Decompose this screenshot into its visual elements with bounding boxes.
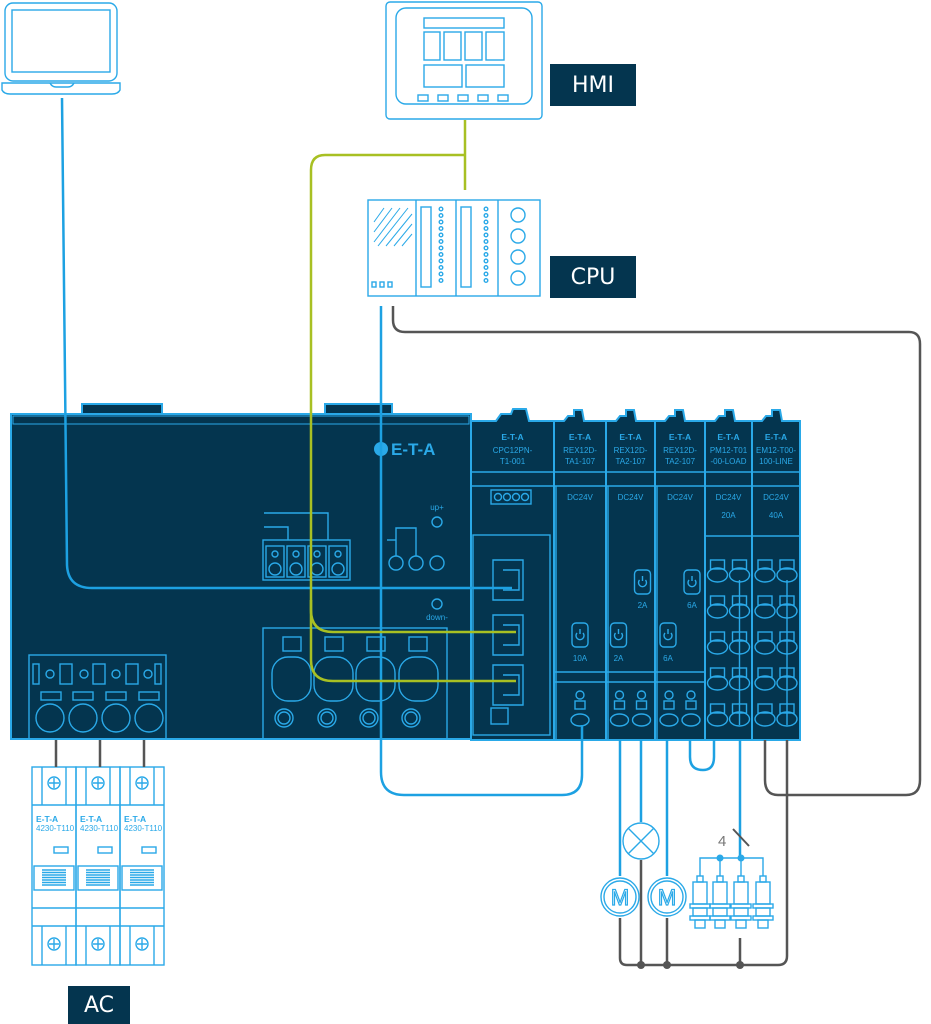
motor-symbol: M xyxy=(611,885,629,910)
module-brand: E-T-A xyxy=(669,432,691,442)
channel-rating: 6A xyxy=(687,601,697,610)
module-rack: E-T-A CPC12PN- T1-001 E-T-A REX12D- TA1-107DC… xyxy=(470,408,801,741)
ac-label: AC xyxy=(68,986,130,1024)
module-voltage: DC24V xyxy=(763,493,789,502)
module-5[interactable]: E-T-A PM12-T01 -00-LOAD DC24V 20A xyxy=(704,409,753,741)
ethernet-wire-cpu xyxy=(379,306,584,797)
module-name-line2: -00-LOAD xyxy=(710,457,746,466)
cpu-label: CPU xyxy=(550,256,636,298)
breaker-model: 4230-T110 xyxy=(80,824,119,833)
module-brand: E-T-A xyxy=(619,432,641,442)
load-wires xyxy=(618,740,789,969)
module-current-rating: 20A xyxy=(721,511,736,520)
channel-rating: 2A xyxy=(638,601,648,610)
hmi-label: HMI xyxy=(550,64,636,106)
module-brand: E-T-A xyxy=(765,432,787,442)
fuse-holder-block xyxy=(262,627,448,740)
module-name-line2: TA1-107 xyxy=(565,457,596,466)
profinet-wire xyxy=(309,120,516,683)
sensor-array-icon: 4 xyxy=(689,828,774,929)
breaker-brand: E-T-A xyxy=(36,814,58,824)
main-controller-panel: E-T-A up+ down- xyxy=(10,403,472,740)
proximity-sensor-icon xyxy=(709,875,731,929)
breaker-brand: E-T-A xyxy=(80,814,102,824)
module-name-line1: REX12D- xyxy=(614,446,648,455)
down-label: down- xyxy=(426,613,448,622)
module-current-rating: 40A xyxy=(769,511,784,520)
cpu-device-icon[interactable] xyxy=(367,199,541,297)
module-6[interactable]: E-T-A EM12-T00- 100-LINE DC24V 40A xyxy=(751,409,801,741)
terminal-block xyxy=(262,512,351,581)
laptop-icon[interactable] xyxy=(1,2,121,95)
proximity-sensor-icon xyxy=(752,875,774,929)
module-name-line1: CPC12PN- xyxy=(493,446,533,455)
power-button-icon[interactable] xyxy=(683,569,701,595)
module-brand: E-T-A xyxy=(717,432,739,442)
ac-input-terminal xyxy=(28,654,167,740)
channel-rating: 2A xyxy=(614,654,624,663)
hmi-device-icon[interactable] xyxy=(385,1,543,120)
breaker-model: 4230-T110 xyxy=(124,824,163,833)
circuit-breakers: E-T-A4230-T110E-T-A4230-T110E-T-A4230-T1… xyxy=(31,766,165,966)
breaker-brand: E-T-A xyxy=(124,814,146,824)
module-name-line2: 100-LINE xyxy=(759,457,793,466)
module-name-line1: REX12D- xyxy=(563,446,597,455)
lamp-icon xyxy=(622,822,660,860)
module-voltage: DC24V xyxy=(716,493,742,502)
motor-icon-1: M xyxy=(600,877,640,917)
up-button[interactable] xyxy=(431,516,443,528)
motor-icon-2: M xyxy=(647,877,687,917)
module-brand: E-T-A xyxy=(569,432,591,442)
ground-wire-cpu xyxy=(391,306,922,797)
module-name-line1: EM12-T00- xyxy=(756,446,796,455)
power-button-icon[interactable] xyxy=(609,622,628,648)
power-button-icon[interactable] xyxy=(633,569,652,595)
module-name-line1: REX12D- xyxy=(663,446,697,455)
ethernet-wire-laptop xyxy=(60,97,512,590)
power-button-icon[interactable] xyxy=(659,622,677,648)
module-voltage: DC24V xyxy=(567,493,593,502)
down-button[interactable] xyxy=(431,598,443,610)
module-name-line2: TA2-107 xyxy=(665,457,696,466)
breaker-model: 4230-T110 xyxy=(36,824,75,833)
power-button-icon[interactable] xyxy=(571,622,589,648)
up-label: up+ xyxy=(430,503,444,512)
module-1[interactable]: E-T-A CPC12PN- T1-001 xyxy=(470,408,555,741)
ac-wires xyxy=(54,740,146,767)
module-name-line1: PM12-T01 xyxy=(710,446,748,455)
sensor-count-label: 4 xyxy=(718,833,726,850)
proximity-sensor-icon xyxy=(730,875,752,929)
proximity-sensor-icon xyxy=(689,875,711,929)
module-name-line2: TA2-107 xyxy=(615,457,646,466)
module-name-line2: T1-001 xyxy=(500,457,526,466)
module-brand: E-T-A xyxy=(501,432,523,442)
motor-symbol: M xyxy=(658,885,676,910)
module-voltage: DC24V xyxy=(667,493,693,502)
channel-rating: 10A xyxy=(573,654,588,663)
eta-logo-text: E-T-A xyxy=(391,440,435,459)
module-voltage: DC24V xyxy=(618,493,644,502)
channel-rating: 6A xyxy=(663,654,673,663)
